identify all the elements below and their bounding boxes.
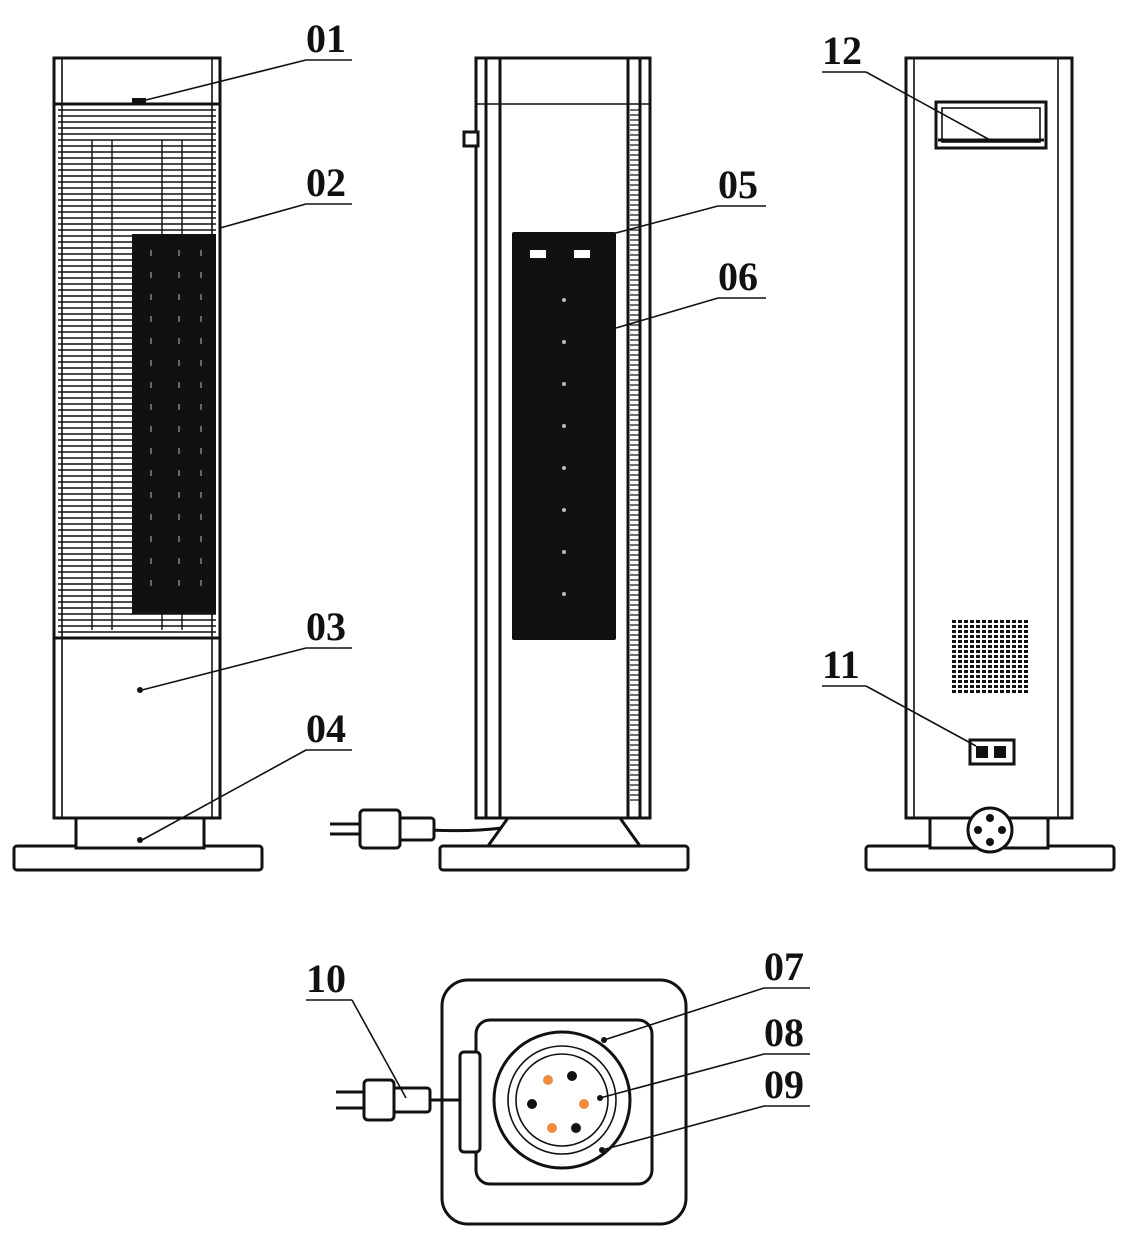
back-rotation-disk bbox=[966, 806, 1014, 854]
bottom-power-plug bbox=[336, 1078, 460, 1122]
front-base-plate bbox=[12, 844, 264, 872]
label-05: 05 bbox=[718, 162, 758, 207]
label-02: 02 bbox=[306, 160, 346, 205]
front-top-sensor bbox=[132, 98, 146, 104]
label-03: 03 bbox=[306, 604, 346, 649]
label-10: 10 bbox=[306, 956, 346, 1001]
front-view bbox=[12, 56, 264, 872]
side-power-cord bbox=[330, 808, 503, 850]
bottom-view bbox=[336, 978, 688, 1226]
label-09: 09 bbox=[764, 1062, 804, 1107]
label-11: 11 bbox=[822, 642, 860, 687]
side-control-panel bbox=[512, 232, 616, 640]
label-07: 07 bbox=[764, 944, 804, 989]
label-01: 01 bbox=[306, 16, 346, 61]
side-view bbox=[330, 56, 690, 872]
leader-lines bbox=[141, 59, 991, 1151]
back-view bbox=[864, 56, 1116, 872]
part-labels: 01 02 03 04 05 06 12 11 10 07 08 09 bbox=[306, 16, 862, 1107]
back-body bbox=[904, 56, 1074, 820]
label-08: 08 bbox=[764, 1010, 804, 1055]
front-heating-panel bbox=[132, 234, 216, 614]
front-base-neck bbox=[74, 816, 206, 850]
side-base-neck bbox=[485, 816, 643, 848]
label-12: 12 bbox=[822, 28, 862, 73]
side-base-plate bbox=[438, 844, 690, 872]
bottom-turntable bbox=[492, 1030, 632, 1170]
bottom-control-ring bbox=[515, 1053, 609, 1147]
label-06: 06 bbox=[718, 254, 758, 299]
back-vent bbox=[952, 620, 1028, 693]
label-04: 04 bbox=[306, 706, 346, 751]
